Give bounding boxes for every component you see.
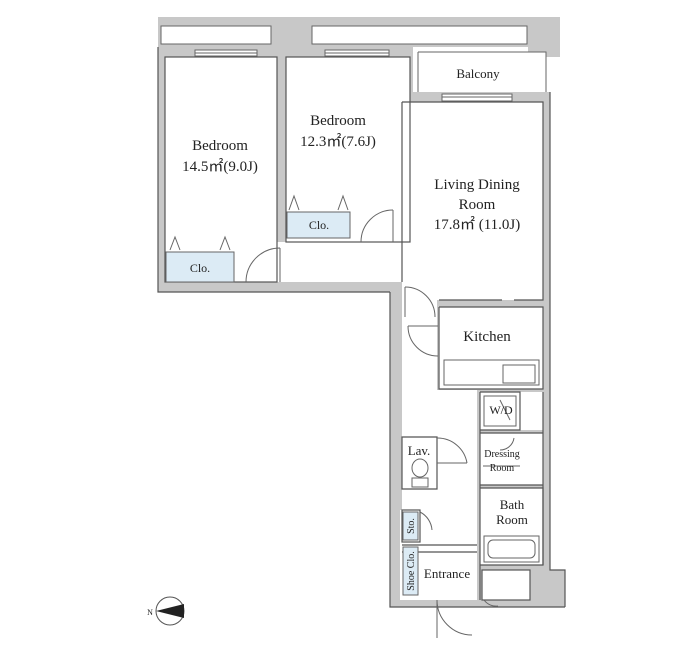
shoe-closet-label: Shoe Clo. [406,551,417,590]
doors [245,209,515,638]
living-name-line2: Room [459,197,496,213]
shoe-closet [402,546,419,596]
bedroom2-name: Bedroom [310,113,366,129]
entrance-label: Entrance [424,566,470,581]
closet-2 [286,211,351,239]
north-arrow-icon [156,604,184,618]
bedroom2-size: 12.3㎡(7.6J) [300,133,376,150]
storage-label: Sto. [406,518,417,534]
lav-label: Lav. [408,443,431,458]
north-label: N [147,608,153,617]
walls [158,17,565,607]
living-size: 17.8㎡ (11.0J) [434,216,521,233]
wd-label: W/D [489,403,513,417]
closet-2-label: Clo. [309,218,329,232]
fixtures [411,359,540,563]
bath-label-line2: Room [496,512,528,527]
bath-label-line1: Bath [500,497,525,512]
dressing-label-line1: Dressing [484,449,520,460]
closet-1-label: Clo. [190,261,210,275]
bedroom1-name: Bedroom [192,138,248,154]
north-compass: N [147,596,185,626]
kitchen-label: Kitchen [463,329,511,345]
inner-walls [157,47,566,608]
balcony-label: Balcony [456,66,500,81]
windows [194,49,547,102]
storage-closet [402,511,419,541]
closet-1 [165,251,235,283]
living-name-line1: Living Dining [434,177,520,193]
dressing-label-line2: Room [490,463,515,474]
bedroom1-size: 14.5㎡(9.0J) [182,158,258,175]
